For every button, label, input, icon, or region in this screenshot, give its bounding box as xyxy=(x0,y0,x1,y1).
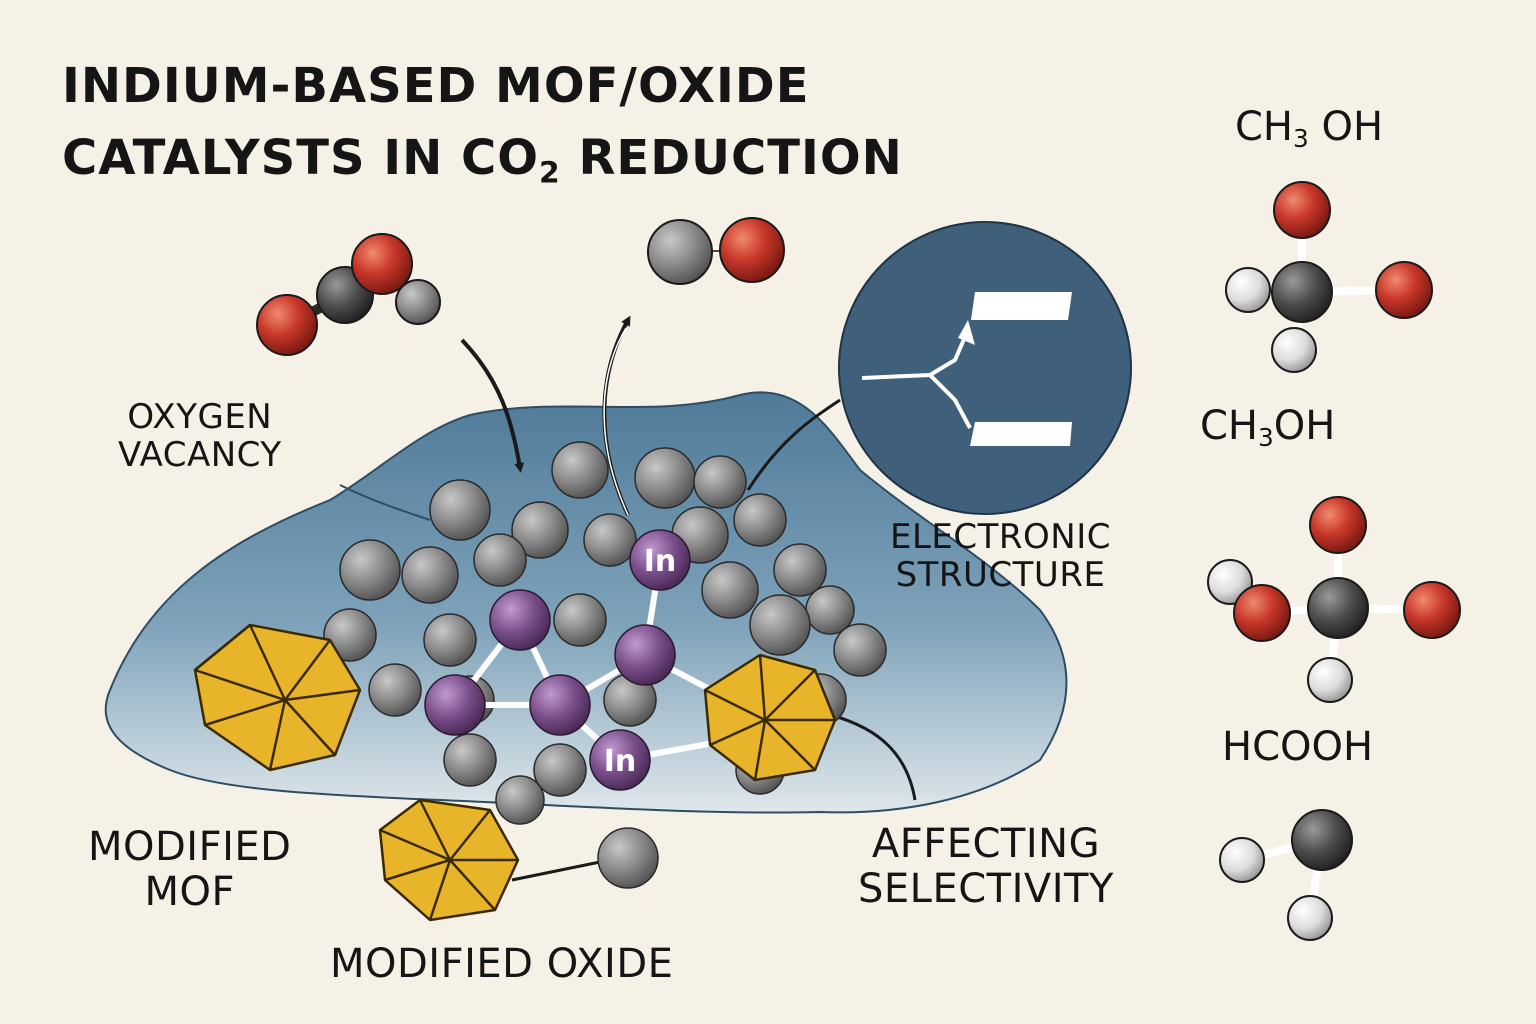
framework-atom xyxy=(833,623,887,677)
hydrogen-atom xyxy=(395,279,441,325)
electronic-structure-icon xyxy=(838,221,1132,515)
framework-atom xyxy=(429,479,491,541)
hydrogen-atom xyxy=(1219,837,1265,883)
hydrogen-atom xyxy=(1271,327,1317,373)
hydrogen-atom xyxy=(1307,657,1353,703)
framework-atom xyxy=(773,543,827,597)
indium-atom xyxy=(424,674,486,736)
indium-symbol: In xyxy=(644,544,677,579)
framework-atom xyxy=(323,608,377,662)
product-ch3oh-label-top: CH3 OH xyxy=(1235,104,1384,153)
framework-atom xyxy=(749,594,811,656)
label-modified-mof: MODIFIED MOF xyxy=(88,824,292,915)
oxygen-atom xyxy=(351,233,413,295)
indium-atom xyxy=(529,674,591,736)
co2-reactant-molecule xyxy=(256,233,441,356)
framework-atom xyxy=(511,501,569,559)
framework-atom xyxy=(443,733,497,787)
indium-atom xyxy=(589,729,651,791)
carbon-atom xyxy=(1307,577,1369,639)
small-molecule-bottom xyxy=(1219,809,1353,941)
product-ch3oh-label-middle: CH3OH xyxy=(1200,403,1336,452)
framework-cluster xyxy=(323,441,887,825)
oxide-polyhedron-bottom xyxy=(378,798,520,922)
framework-atom xyxy=(401,546,459,604)
oxide-polyhedron-right xyxy=(703,653,837,782)
indium-atom xyxy=(629,529,691,591)
product-hcooh-label: HCOOH xyxy=(1222,724,1374,770)
hydrogen-atom xyxy=(1287,895,1333,941)
co-product-molecule xyxy=(647,217,785,285)
oxygen-atom xyxy=(1403,581,1461,639)
carbon-atom xyxy=(647,219,713,285)
framework-atom xyxy=(473,533,527,587)
framework-atom xyxy=(583,513,637,567)
oxygen-atom xyxy=(719,217,785,283)
framework-atom xyxy=(339,539,401,601)
framework-atom xyxy=(553,593,607,647)
indium-symbol: In xyxy=(604,744,637,779)
label-electronic-structure: ELECTRONIC STRUCTURE xyxy=(890,517,1112,596)
indium-atom xyxy=(489,589,551,651)
mof-polyhedron-left xyxy=(193,623,362,772)
indium-atoms xyxy=(424,529,691,791)
oxide-atom xyxy=(597,827,659,889)
carbon-atom xyxy=(1291,809,1353,871)
oxygen-atom xyxy=(1309,496,1367,554)
framework-atom xyxy=(634,447,696,509)
oxygen-atom xyxy=(256,294,318,356)
carbon-atom xyxy=(1271,261,1333,323)
framework-atom xyxy=(533,743,587,797)
label-oxygen-vacancy: OXYGEN VACANCY xyxy=(118,397,282,476)
framework-atom xyxy=(693,455,747,509)
framework-atom xyxy=(368,663,422,717)
framework-atom xyxy=(423,613,477,667)
title-line-2: CATALYSTS IN CO2 REDUCTION xyxy=(62,130,903,191)
diagram-title: INDIUM-BASED MOF/OXIDE CATALYSTS IN CO2 … xyxy=(62,50,903,194)
title-line-1: INDIUM-BASED MOF/OXIDE xyxy=(62,58,810,114)
label-modified-oxide: MODIFIED OXIDE xyxy=(330,941,674,987)
surface-crack xyxy=(339,484,431,521)
connector-line-electronic xyxy=(746,398,841,491)
indium-atom xyxy=(614,624,676,686)
framework-atom xyxy=(551,441,609,499)
hydrogen-atom xyxy=(1225,267,1271,313)
arrow-adsorption xyxy=(460,338,525,473)
label-affecting-selectivity: AFFECTING SELECTIVITY xyxy=(858,821,1114,912)
framework-atom xyxy=(733,493,787,547)
oxygen-atom xyxy=(1273,181,1331,239)
framework-atom xyxy=(495,775,545,825)
oxide-bond xyxy=(511,860,601,882)
ch3oh-molecule-top xyxy=(1225,181,1433,373)
oxygen-atom xyxy=(1375,261,1433,319)
hcooh-molecule xyxy=(1207,496,1461,703)
oxygen-atom xyxy=(1233,584,1291,642)
framework-atom xyxy=(701,561,759,619)
arrow-desorption-highlight xyxy=(603,327,629,516)
